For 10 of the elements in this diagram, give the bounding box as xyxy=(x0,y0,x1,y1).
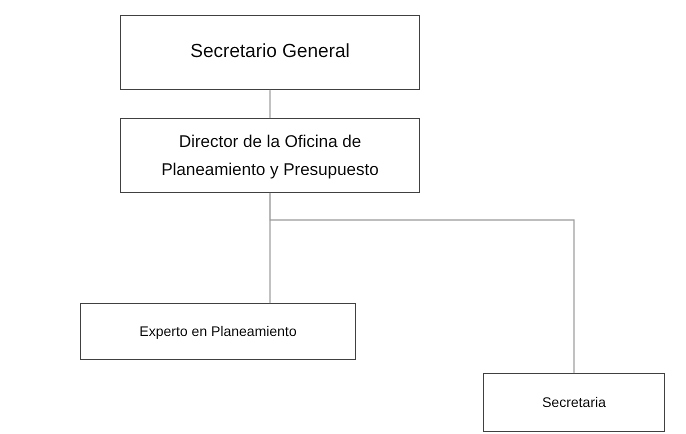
org-box xyxy=(483,373,665,432)
node-label: Secretario General xyxy=(189,41,351,64)
node-label: Experto en Planeamiento xyxy=(138,323,298,340)
connector-line xyxy=(269,90,271,118)
org-box xyxy=(120,15,420,90)
org-box xyxy=(80,303,356,360)
node-label: Secretaria xyxy=(541,394,607,411)
org-box xyxy=(120,118,420,193)
node-label: Director de la Oficina de Planeamiento y Presupuesto xyxy=(160,131,380,180)
connector-line xyxy=(269,193,575,373)
